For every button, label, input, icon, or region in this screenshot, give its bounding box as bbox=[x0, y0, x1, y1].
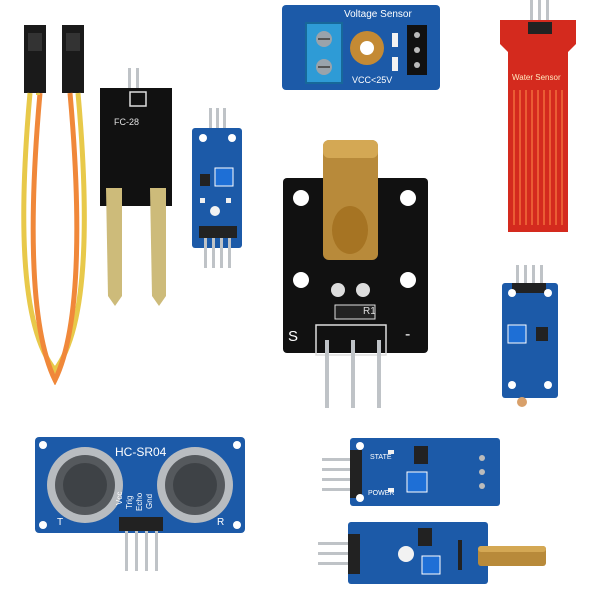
laser-s-label: S bbox=[288, 328, 299, 345]
ultrasonic-sensor: HC-SR04 Vcc Trig Echo Gnd T R bbox=[35, 437, 245, 577]
voltage-sensor: Voltage Sensor VCC<25V bbox=[282, 5, 440, 90]
jumper-wire bbox=[10, 25, 100, 385]
ultrasonic-pin-gnd: Gnd bbox=[145, 493, 154, 509]
voltage-sensor-title: Voltage Sensor bbox=[344, 9, 412, 20]
ultrasonic-model-label: HC-SR04 bbox=[115, 445, 167, 459]
laser-module: S - R1 bbox=[283, 140, 433, 410]
water-sensor-title: Water Sensor bbox=[512, 73, 561, 82]
power-label: POWER bbox=[368, 490, 395, 497]
ultrasonic-pin-vcc: Vcc bbox=[115, 491, 124, 505]
light-sensor-module bbox=[500, 265, 560, 410]
comparator-module bbox=[190, 108, 245, 273]
laser-r1-label: R1 bbox=[363, 306, 376, 317]
ultrasonic-t-label: T bbox=[57, 517, 64, 528]
voltage-sensor-rating: VCC<25V bbox=[352, 75, 393, 85]
state-label: STATE bbox=[370, 454, 392, 461]
ultrasonic-pin-echo: Echo bbox=[135, 492, 144, 511]
state-module: STATE POWER bbox=[322, 438, 502, 508]
fc28-label: FC-28 bbox=[114, 117, 140, 127]
ultrasonic-pin-trig: Trig bbox=[125, 495, 134, 509]
water-sensor: Water Sensor bbox=[498, 0, 578, 235]
ultrasonic-r-label: R bbox=[217, 517, 225, 528]
tilt-switch-module bbox=[318, 520, 548, 590]
soil-moisture-probe: FC-28 bbox=[100, 68, 180, 313]
laser-minus-label: - bbox=[405, 326, 411, 343]
